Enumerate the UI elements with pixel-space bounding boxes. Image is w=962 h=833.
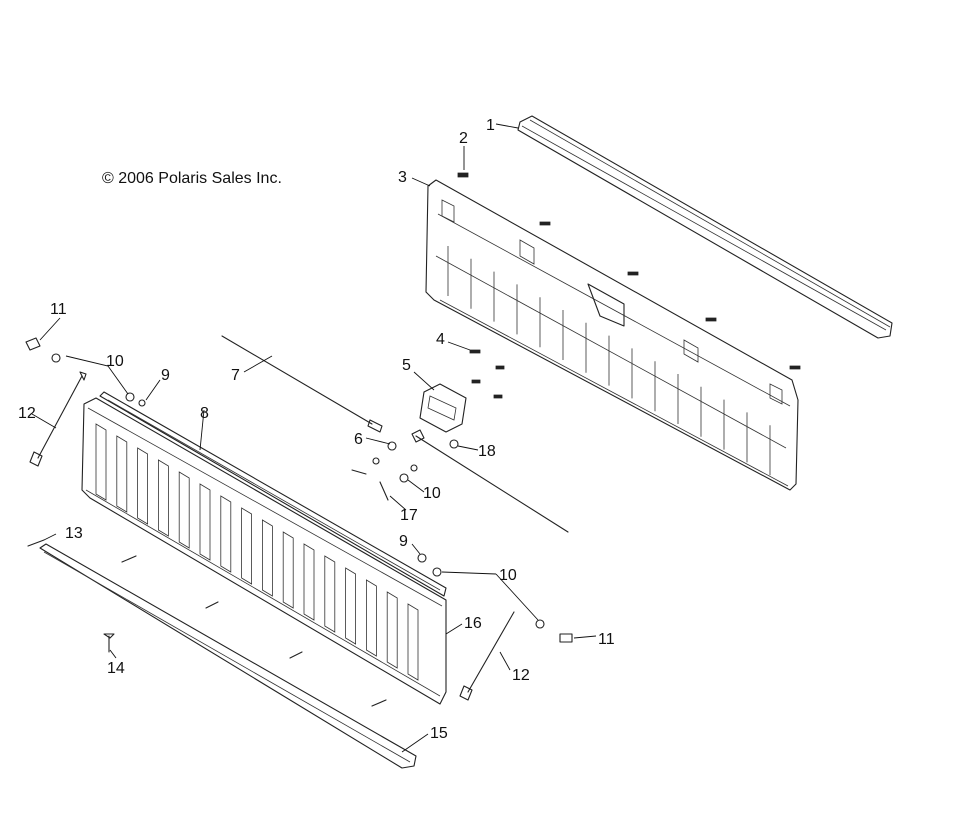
callout-14: 14 bbox=[107, 660, 125, 677]
panel-slot bbox=[95, 423, 107, 501]
part-16-top-strip bbox=[99, 391, 447, 597]
panel-slot bbox=[303, 543, 315, 621]
panel-slot bbox=[199, 483, 211, 561]
callout-labels: 1 2 3 4 5 6 7 8 9 9 10 10 10 11 11 12 12… bbox=[18, 117, 615, 742]
callout-10-left: 10 bbox=[106, 353, 124, 370]
callout-18: 18 bbox=[478, 443, 496, 460]
callout-11-right: 11 bbox=[598, 631, 615, 648]
callout-12-right: 12 bbox=[512, 667, 530, 684]
callout-11-left: 11 bbox=[50, 301, 67, 318]
part-3-inner-panel bbox=[425, 179, 799, 491]
latch-rod-right bbox=[411, 429, 569, 533]
callout-15: 15 bbox=[430, 725, 448, 742]
part-2-screws bbox=[457, 172, 801, 370]
part-13-14-fasteners bbox=[27, 539, 115, 653]
part-15-bottom-channel bbox=[39, 543, 417, 769]
panel-slot bbox=[366, 579, 377, 657]
left-hinge-hardware bbox=[25, 337, 146, 467]
callout-7: 7 bbox=[231, 367, 240, 384]
panel-bolts bbox=[121, 555, 387, 707]
callout-3: 3 bbox=[398, 169, 407, 186]
panel-slot bbox=[324, 555, 336, 633]
callout-10-right: 10 bbox=[499, 567, 517, 584]
callout-8: 8 bbox=[200, 405, 209, 422]
latch-hardware bbox=[351, 439, 459, 501]
callout-9-right: 9 bbox=[399, 533, 408, 550]
panel-slot bbox=[345, 567, 356, 645]
callout-13: 13 bbox=[65, 525, 83, 542]
part-7-rod bbox=[221, 335, 383, 433]
panel-slot bbox=[178, 471, 190, 549]
callout-5: 5 bbox=[402, 357, 411, 374]
callout-4: 4 bbox=[436, 331, 445, 348]
callout-2: 2 bbox=[459, 130, 468, 147]
copyright-notice: © 2006 Polaris Sales Inc. bbox=[102, 170, 282, 187]
panel-slot bbox=[137, 447, 148, 525]
panel-slot bbox=[407, 603, 419, 681]
panel-slot bbox=[282, 531, 294, 609]
leader-lines bbox=[31, 123, 597, 753]
right-hinge-hardware bbox=[417, 553, 573, 701]
callout-17: 17 bbox=[400, 507, 418, 524]
callout-9-left: 9 bbox=[161, 367, 170, 384]
part-1-top-rail bbox=[517, 115, 893, 339]
panel-slot bbox=[262, 519, 273, 597]
callout-10-center: 10 bbox=[423, 485, 441, 502]
panel-slot bbox=[116, 435, 128, 513]
callout-1: 1 bbox=[486, 117, 495, 134]
panel-slot bbox=[241, 507, 252, 585]
panel-slot bbox=[386, 591, 398, 669]
callout-12-left: 12 bbox=[18, 405, 36, 422]
part-8-outer-panel bbox=[81, 397, 447, 705]
panel-slot bbox=[158, 459, 169, 537]
part-4-bolts bbox=[469, 349, 505, 399]
callout-16: 16 bbox=[464, 615, 482, 632]
callout-6: 6 bbox=[354, 431, 363, 448]
part-5-latch-handle bbox=[419, 383, 467, 433]
panel-slot bbox=[220, 495, 232, 573]
